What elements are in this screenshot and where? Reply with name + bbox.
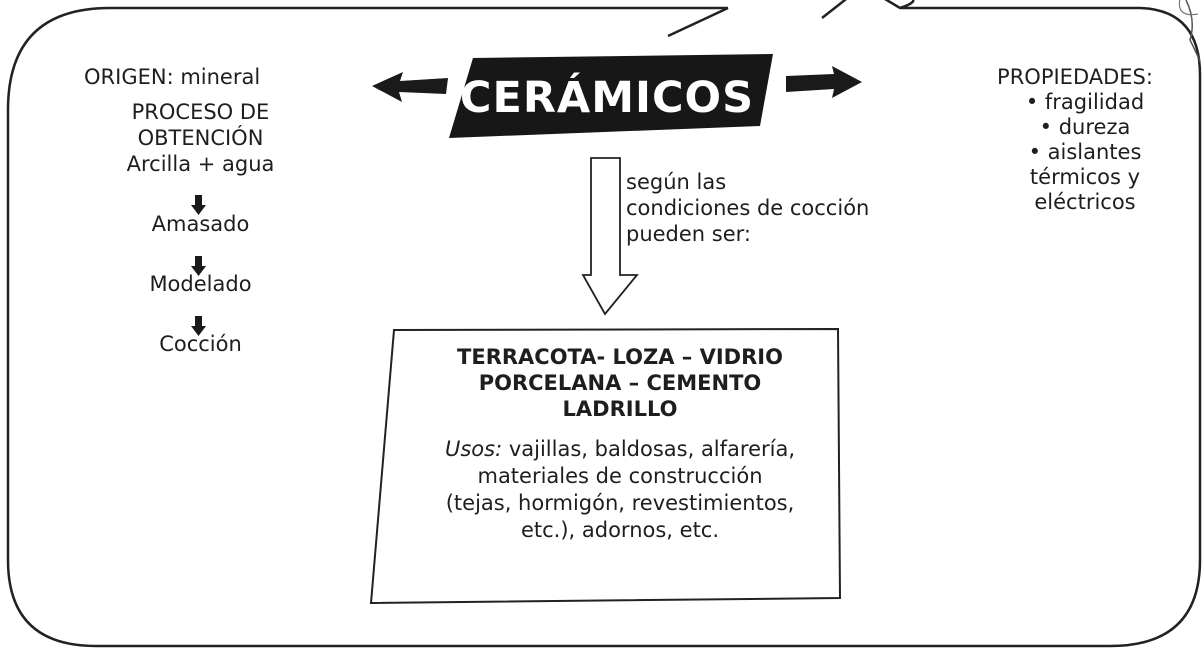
- process-title-line2: OBTENCIÓN: [137, 126, 264, 150]
- uses-line: materiales de construcción: [477, 464, 763, 488]
- ceramic-types-line: LADRILLO: [562, 397, 678, 421]
- process-step: Modelado: [149, 272, 252, 296]
- note-line: pueden ser:: [626, 222, 751, 246]
- note-line: según las: [626, 170, 727, 194]
- ceramic-types-line: PORCELANA – CEMENTO: [478, 371, 762, 395]
- uses-label: Usos:: [444, 437, 503, 461]
- property-item: • fragilidad: [1025, 90, 1145, 114]
- uses-line: etc.), adornos, etc.: [520, 518, 720, 542]
- process-step: Arcilla + agua: [126, 152, 275, 176]
- title-banner: [449, 54, 773, 138]
- property-item: térmicos y: [1029, 165, 1141, 189]
- process-down-arrow-icon: [191, 256, 206, 276]
- process-step: Amasado: [151, 212, 250, 236]
- note-line: condiciones de cocción: [626, 196, 870, 220]
- left-arrow-icon: [372, 72, 448, 102]
- process-title-line1: PROCESO DE: [131, 100, 270, 124]
- uses-text: Usos: vajillas, baldosas, alfarería, mat…: [400, 436, 840, 544]
- property-item: • aislantes: [1028, 140, 1142, 164]
- ceramic-types-box: TERRACOTA- LOZA – VIDRIO PORCELANA – CEM…: [400, 344, 840, 544]
- property-item: • dureza: [1039, 115, 1131, 139]
- hollow-down-arrow-icon: [581, 157, 639, 316]
- process-step: Cocción: [159, 332, 242, 356]
- ceramic-types-line: TERRACOTA- LOZA – VIDRIO: [457, 345, 783, 369]
- right-arrow-icon: [786, 66, 862, 98]
- title-cerámicos: CERÁMICOS: [459, 73, 755, 123]
- cooking-conditions-note: según las condiciones de cocción pueden …: [626, 169, 956, 247]
- process-down-arrow-icon: [191, 316, 206, 336]
- properties-column: PROPIEDADES: • fragilidad • dureza • ais…: [965, 64, 1203, 215]
- uses-line: (tejas, hormigón, revestimientos,: [445, 491, 795, 515]
- origin-process-column: ORIGEN: mineral PROCESO DE OBTENCIÓN Arc…: [78, 64, 323, 357]
- uses-line: vajillas, baldosas, alfarería,: [502, 437, 796, 461]
- origin-label: ORIGEN: mineral: [84, 65, 261, 89]
- result-box-border: [369, 327, 842, 605]
- property-item: eléctricos: [1034, 190, 1136, 214]
- properties-title: PROPIEDADES:: [997, 65, 1153, 89]
- process-down-arrow-icon: [191, 195, 206, 215]
